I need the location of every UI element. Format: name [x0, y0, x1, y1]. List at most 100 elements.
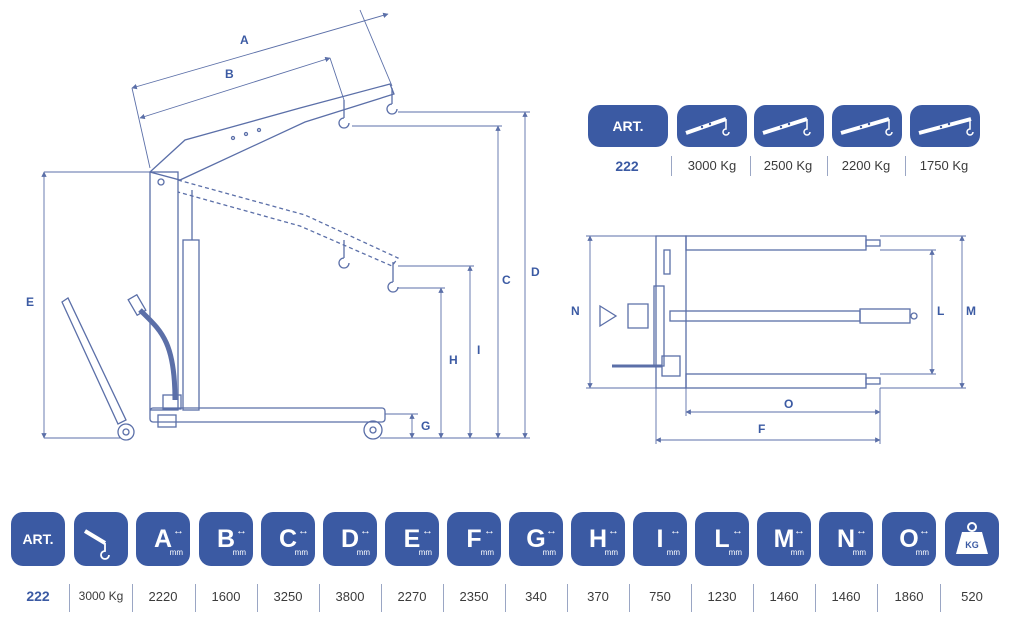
label-N: N — [571, 304, 580, 318]
spec-capacity-value: 3000 Kg — [78, 589, 124, 603]
capacity-value-3: 2200 Kg — [841, 158, 891, 173]
double-arrow-icon: ↔ — [732, 525, 743, 537]
separator — [940, 584, 941, 612]
header-F: F↔ mm — [447, 512, 501, 566]
capacity-value-1: 3000 Kg — [687, 158, 737, 173]
crane-arm-position-1-icon — [677, 105, 747, 147]
label-L: L — [937, 304, 944, 318]
label-O: O — [784, 397, 793, 411]
separator — [905, 156, 906, 176]
separator — [132, 584, 133, 612]
label-G: G — [421, 419, 430, 433]
double-arrow-icon: ↔ — [919, 525, 930, 537]
separator — [319, 584, 320, 612]
unit-mm: mm — [852, 548, 866, 557]
double-arrow-icon: ↔ — [298, 525, 309, 537]
double-arrow-icon: ↔ — [794, 525, 805, 537]
separator — [750, 156, 751, 176]
unit-mm: mm — [169, 548, 183, 557]
unit-mm: mm — [728, 548, 742, 557]
label-E: E — [26, 295, 34, 309]
separator — [381, 584, 382, 612]
header-N-letter: N — [836, 524, 856, 553]
spec-art-value: 222 — [26, 588, 50, 604]
double-arrow-icon: ↔ — [608, 525, 619, 537]
header-D-letter: D — [340, 524, 360, 553]
header-A-letter: A — [153, 524, 173, 553]
separator — [567, 584, 568, 612]
spec-value-C: 3250 — [273, 589, 303, 604]
double-arrow-icon: ↔ — [546, 525, 557, 537]
header-B-letter: B — [216, 524, 236, 553]
spec-value-F: 2350 — [459, 589, 489, 604]
spec-art-tile: ART. — [11, 512, 65, 566]
label-B: B — [225, 67, 234, 81]
weight-icon: KG — [945, 512, 999, 566]
separator — [257, 584, 258, 612]
spec-value-weight: 520 — [961, 589, 983, 604]
separator — [69, 584, 70, 612]
capacity-art-tile: ART. — [588, 105, 668, 147]
capacity-value-2: 2500 Kg — [763, 158, 813, 173]
unit-mm: mm — [542, 548, 556, 557]
top-view — [586, 235, 966, 444]
header-B: B↔mm — [199, 512, 253, 566]
label-A: A — [240, 33, 249, 47]
spec-value-N: 1460 — [831, 589, 861, 604]
crane-arm-position-3-icon — [832, 105, 902, 147]
unit-mm: mm — [666, 548, 680, 557]
header-M-letter: M — [773, 524, 795, 553]
spec-value-I: 750 — [649, 589, 671, 604]
header-G: G↔ mm — [509, 512, 563, 566]
label-M: M — [966, 304, 976, 318]
spec-value-E: 2270 — [397, 589, 427, 604]
header-H: H↔mm — [571, 512, 625, 566]
header-D: D↔mm — [323, 512, 377, 566]
crane-arm-position-2-icon — [754, 105, 824, 147]
header-C-letter: C — [278, 524, 298, 553]
separator — [877, 584, 878, 612]
dimension-labels: A B C D E G H I F O L M N — [26, 33, 976, 436]
header-E: E↔ mm — [385, 512, 439, 566]
spec-value-B: 1600 — [211, 589, 241, 604]
spec-value-G: 340 — [525, 589, 547, 604]
separator — [827, 156, 828, 176]
capacity-art-label: ART. — [612, 118, 644, 134]
double-arrow-icon: ↔ — [422, 525, 433, 537]
unit-mm: mm — [480, 548, 494, 557]
header-O-letter: O — [899, 524, 919, 553]
double-arrow-icon: ↔ — [484, 525, 495, 537]
header-E-letter: E — [403, 524, 421, 553]
spec-value-M: 1460 — [769, 589, 799, 604]
separator — [443, 584, 444, 612]
capacity-value-4: 1750 Kg — [919, 158, 969, 173]
label-C: C — [502, 273, 511, 287]
unit-mm: mm — [418, 548, 432, 557]
label-F: F — [758, 422, 765, 436]
separator — [815, 584, 816, 612]
header-F-letter: F — [466, 524, 482, 553]
double-arrow-icon: ↔ — [173, 525, 184, 537]
label-H: H — [449, 353, 458, 367]
spec-art-label: ART. — [22, 531, 54, 547]
header-I-letter: I — [656, 524, 664, 553]
spec-value-D: 3800 — [335, 589, 365, 604]
separator — [195, 584, 196, 612]
side-view — [41, 9, 530, 441]
unit-mm: mm — [294, 548, 308, 557]
header-O: O↔ mm — [882, 512, 936, 566]
spec-value-H: 370 — [587, 589, 609, 604]
weight-label: KG — [965, 540, 979, 550]
crane-arm-position-4-icon — [910, 105, 980, 147]
header-G-letter: G — [526, 524, 546, 553]
unit-mm: mm — [915, 548, 929, 557]
header-N: N↔mm — [819, 512, 873, 566]
capacity-hook-icon — [74, 512, 128, 566]
header-I: I↔mm — [633, 512, 687, 566]
spec-value-A: 2220 — [148, 589, 178, 604]
spec-value-O: 1860 — [894, 589, 924, 604]
double-arrow-icon: ↔ — [236, 525, 247, 537]
header-L: L↔mm — [695, 512, 749, 566]
header-H-letter: H — [588, 524, 608, 553]
